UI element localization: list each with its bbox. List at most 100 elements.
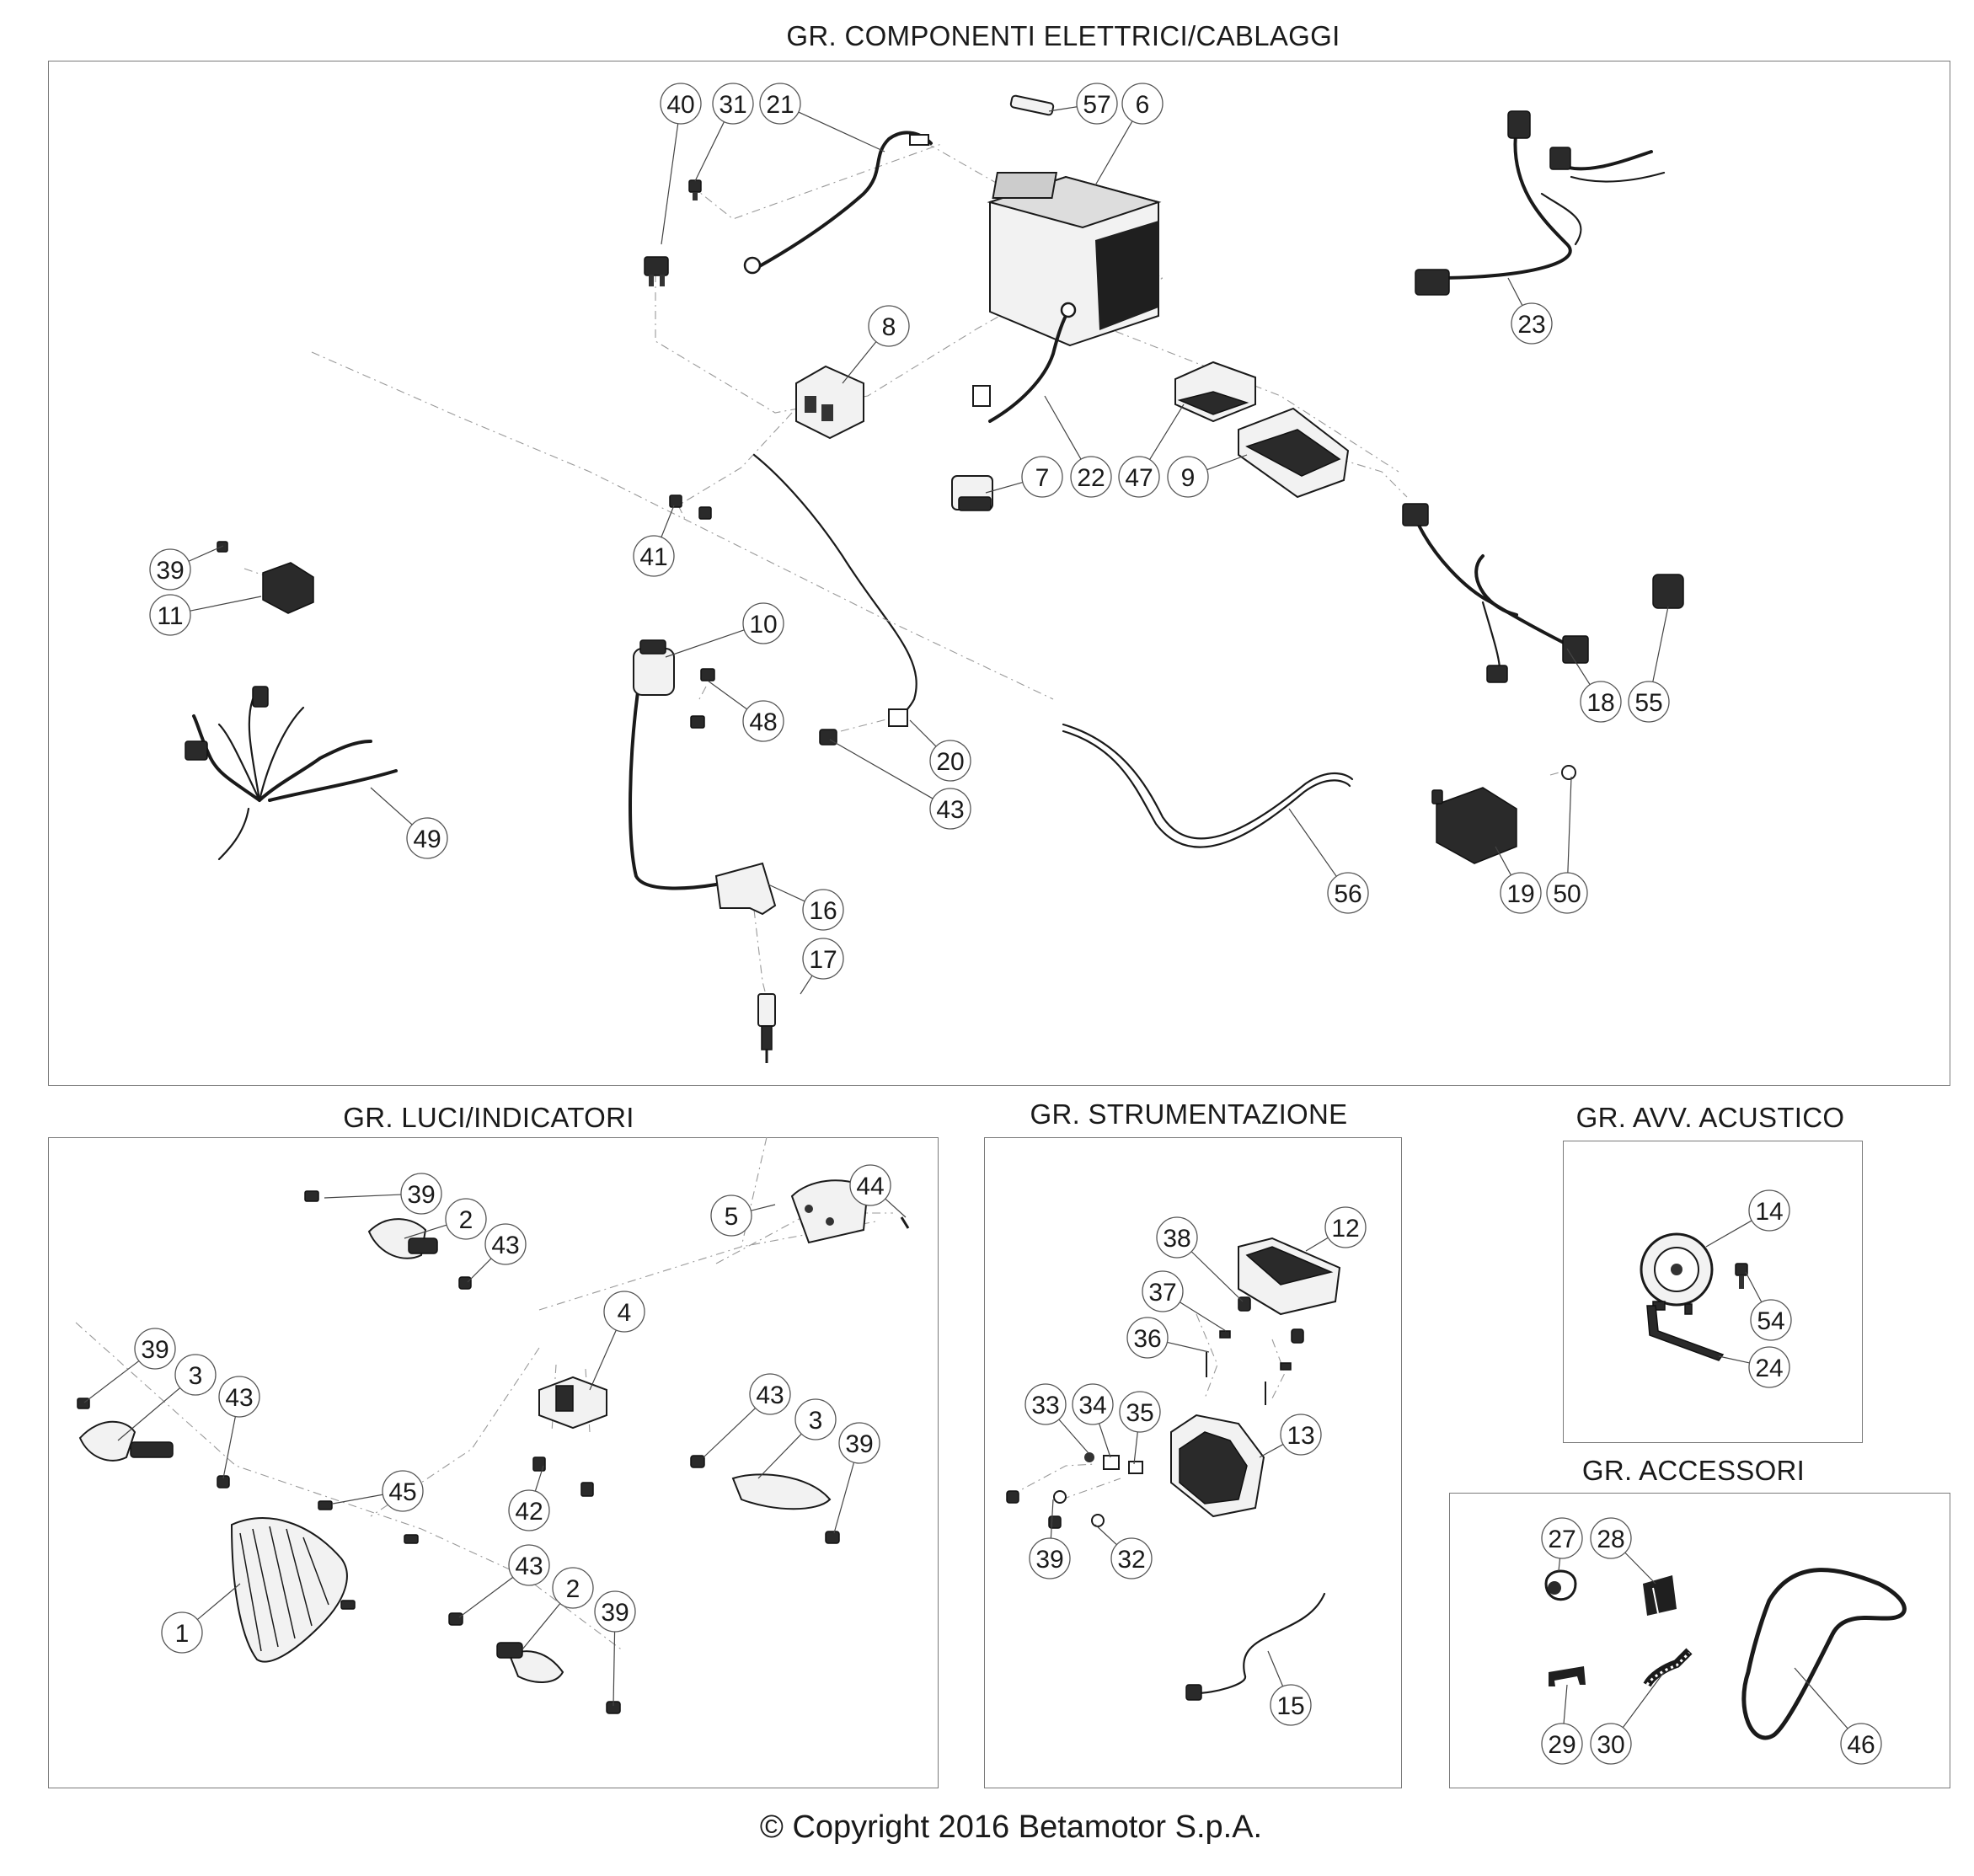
bracket-4-icon [538,1376,607,1430]
callout-leader [332,1494,383,1505]
section-title-horn: GR. AVV. ACUSTICO [1575,1102,1845,1133]
callout-circle [1511,302,1553,345]
callout-circle [742,700,784,742]
callout-number: 17 [809,946,837,974]
callout-number: 35 [1126,1399,1153,1427]
screws-42-icon [532,1456,594,1497]
callout-circle [1748,1346,1790,1388]
section-title-lights: GR. LUCI/INDICATORI [343,1102,634,1133]
callout-number: 36 [1133,1325,1161,1353]
instruments-guide-lines [1010,1313,1286,1500]
callout-lights-39: 39 [594,1590,636,1707]
horn-icon [1640,1232,1714,1315]
callout-circle [594,1590,636,1633]
callout-circle [1590,1723,1632,1765]
callout-leader [842,341,877,384]
callout-electrical-20: 20 [909,719,971,782]
cable-clip-27-icon [1544,1569,1577,1601]
indicator-rear-left-icon [448,1612,621,1714]
callout-electrical-47: 47 [1118,404,1185,498]
callout-number: 45 [388,1478,416,1506]
cable-56 [1062,723,1354,848]
battery-cable-positive [743,131,933,275]
callout-accessories-27: 27 [1541,1517,1583,1572]
callout-number: 14 [1755,1198,1783,1226]
callout-circle [1280,1414,1322,1456]
callout-lights-5: 5 [710,1195,776,1237]
flasher-relay-icon [217,541,314,614]
callout-leader [757,1433,802,1479]
callout-number: 23 [1517,311,1545,339]
callout-electrical-49: 49 [370,787,448,859]
callout-number: 39 [141,1336,169,1364]
instrument-cluster-icon [1238,1237,1341,1316]
relay-icon [795,365,864,440]
screws-39-32-icon [1006,1490,1105,1529]
section-title-accessories: GR. ACCESSORI [1581,1455,1805,1486]
callout-electrical-48: 48 [707,680,784,742]
callout-number: 34 [1078,1392,1106,1419]
fuse-holder-icon [1174,361,1256,423]
callout-number: 7 [1035,464,1050,492]
callout-number: 24 [1755,1355,1783,1382]
callout-circle [1118,456,1160,498]
callout-leader [467,1258,492,1283]
callout-leader [985,481,1024,494]
callout-number: 8 [882,313,896,341]
callout-leader [1567,776,1572,874]
callout-circle [849,1164,891,1206]
callout-accessories-30: 30 [1590,1671,1665,1765]
callout-electrical-16: 16 [768,884,844,931]
callout-electrical-11: 11 [149,594,262,636]
callout-electrical-50: 50 [1546,776,1588,914]
callout-number: 11 [157,602,183,630]
callout-instruments-38: 38 [1156,1216,1244,1302]
callout-circle [603,1291,645,1333]
callout-number: 50 [1553,880,1581,908]
callout-number: 6 [1136,91,1150,119]
callout-leader [1745,1271,1763,1303]
frame-instruments [984,1137,1402,1788]
callout-leader [534,1465,544,1492]
callout-leader [909,719,937,747]
callout-circle [1541,1517,1583,1559]
callout-number: 48 [749,708,777,736]
callout-circle [1546,872,1588,914]
callout-circle [794,1398,837,1440]
fuse-icon [644,256,669,286]
callout-instruments-36: 36 [1126,1317,1210,1359]
callout-number: 56 [1334,880,1361,908]
callout-instruments-34: 34 [1072,1383,1114,1458]
callout-lights-39: 39 [83,1328,176,1403]
callout-electrical-55: 55 [1628,606,1670,723]
callout-electrical-22: 22 [1044,395,1112,498]
callout-leader [1259,1444,1284,1458]
callout-instruments-33: 33 [1024,1383,1089,1454]
callout-lights-39: 39 [324,1173,442,1215]
callout-number: 55 [1634,689,1662,717]
callout-leader [829,739,934,799]
callout-circle [1327,872,1369,914]
callout-circle [1076,83,1118,125]
callout-leader [1705,1220,1752,1248]
callout-number: 2 [459,1206,473,1234]
frame-lights [48,1137,939,1788]
callout-electrical-31: 31 [694,83,754,182]
callout-electrical-7: 7 [985,456,1063,498]
callout-circle [552,1567,594,1609]
callout-lights-44: 44 [849,1164,907,1218]
strap-46-icon [1741,1568,1907,1740]
bushings-33-34-35-icon [1084,1452,1143,1474]
switch-19-icon [1431,787,1517,864]
callout-lights-43: 43 [218,1376,260,1479]
callout-instruments-15: 15 [1267,1650,1312,1726]
callout-lights-3: 3 [117,1354,217,1441]
indicator-rear-right-icon [304,1190,472,1290]
callout-leader [1507,277,1523,306]
callout-circle [1024,1383,1067,1425]
hv-cable [752,453,917,727]
callout-leader [661,123,679,245]
callout-electrical-10: 10 [665,602,784,658]
callout-horn-24: 24 [1718,1346,1790,1388]
callout-electrical-40: 40 [660,83,702,245]
